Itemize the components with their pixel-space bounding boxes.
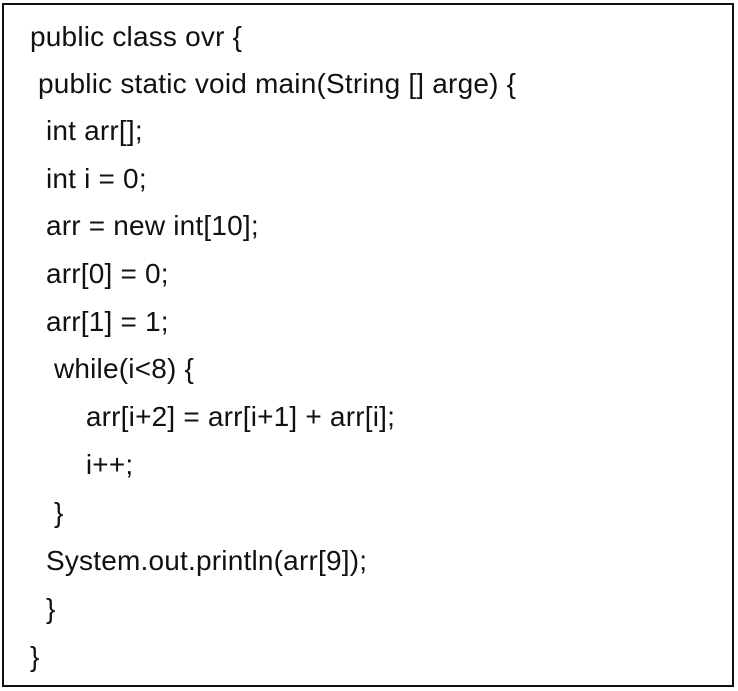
code-line-8: while(i<8) { — [30, 353, 195, 384]
code-line-12: System.out.println(arr[9]); — [30, 545, 368, 576]
code-line-11: } — [30, 497, 64, 528]
code-line-5: arr = new int[10]; — [30, 210, 259, 241]
code-line-1: public class ovr { — [30, 21, 243, 52]
code-line-13: } — [30, 593, 56, 624]
code-line-6: arr[0] = 0; — [30, 258, 169, 289]
code-line-3: int arr[]; — [30, 115, 143, 146]
code-listing-box: public class ovr { public static void ma… — [2, 3, 734, 687]
code-line-2: public static void main(String [] arge) … — [30, 68, 517, 99]
code-line-10: i++; — [30, 449, 134, 480]
code-line-9: arr[i+2] = arr[i+1] + arr[i]; — [30, 401, 396, 432]
code-line-7: arr[1] = 1; — [30, 306, 169, 337]
code-line-14: } — [30, 641, 40, 672]
code-line-4: int i = 0; — [30, 163, 147, 194]
